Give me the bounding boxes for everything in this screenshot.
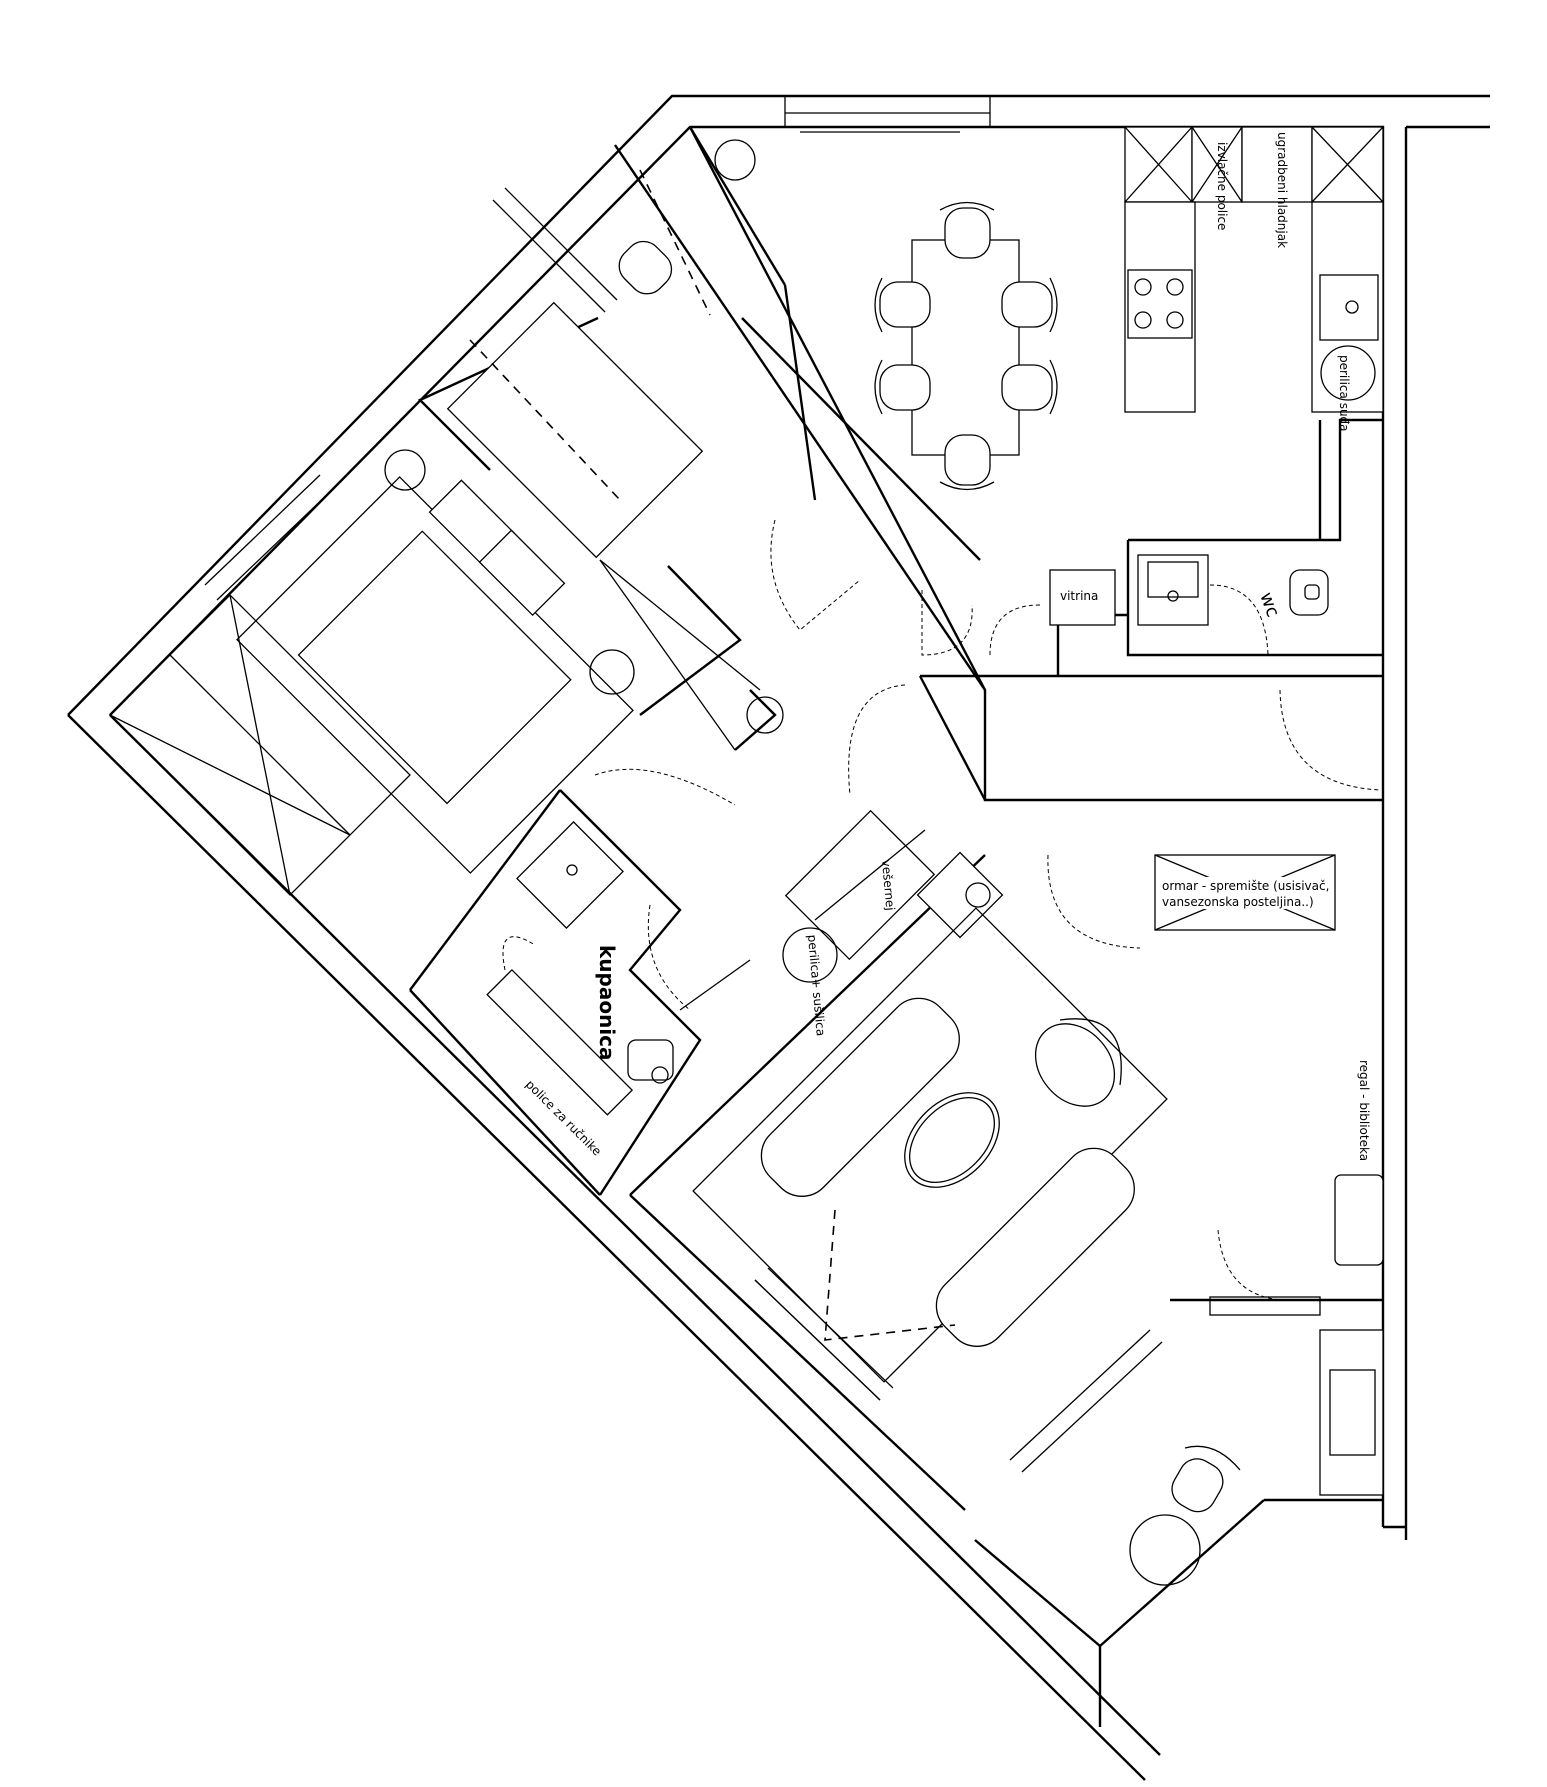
label-ormar-line2: vansezonska posteljina..) xyxy=(1162,895,1314,909)
label-vitrina: vitrina xyxy=(1060,589,1098,603)
laundry: vešernej perilica+ sušilica xyxy=(782,809,1141,1037)
windows xyxy=(204,95,1321,1473)
label-perilica-suda: perilica suđa xyxy=(1337,355,1351,432)
label-vesernej: vešernej xyxy=(879,859,897,911)
living-room xyxy=(692,907,1301,1401)
label-ugradbeni-hladnjak: ugradbeni hladnjak xyxy=(1275,132,1289,248)
interior-walls xyxy=(409,126,1383,1511)
wardrobe: ormar - spremište (usisivač, vansezonska… xyxy=(1154,854,1336,931)
kitchen: ugradbeni hladnjak izvlačne police peril… xyxy=(1124,126,1384,432)
label-kupaonica: kupaonica xyxy=(595,945,619,1061)
outer-walls xyxy=(67,94,1490,1781)
label-wc: wc xyxy=(1255,590,1283,620)
label-ormar-line1: ormar - spremište (usisivač, xyxy=(1162,879,1329,893)
bedroom-1 xyxy=(446,169,906,796)
dining xyxy=(714,139,1058,491)
wc-room: vitrina wc xyxy=(921,554,1381,791)
label-regal-biblioteka: regal - biblioteka xyxy=(1357,1060,1371,1161)
label-izvlacne-police: izvlačne police xyxy=(1215,142,1229,230)
bathroom: police za ručnike kupaonica xyxy=(486,821,751,1158)
label-police-za-rucnike: police za ručnike xyxy=(523,1077,604,1158)
bedroom-2 xyxy=(109,449,784,896)
label-perilica-susilica: perilica+ sušilica xyxy=(805,934,828,1037)
study: regal - biblioteka xyxy=(974,1060,1384,1647)
